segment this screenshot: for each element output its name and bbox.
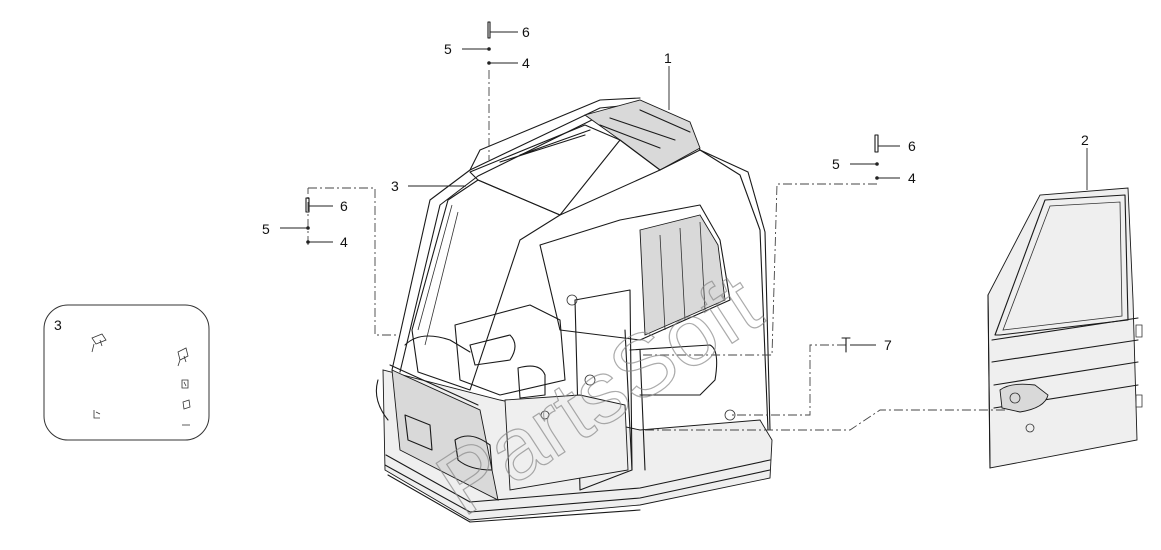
callout-door: 2 <box>1081 132 1089 148</box>
hardware-stack-left <box>280 197 333 244</box>
inset-label: 3 <box>54 317 62 333</box>
callout-nut-top: 5 <box>444 41 452 57</box>
callout-cab: 1 <box>664 50 672 66</box>
clips-inset: 3 <box>43 304 210 441</box>
screw-part <box>841 337 876 353</box>
callout-bolt-left: 6 <box>340 198 348 214</box>
leader-lines <box>408 66 1088 190</box>
callout-bolt-right: 6 <box>908 138 916 154</box>
callout-bolt-top: 6 <box>522 24 530 40</box>
callout-washer-left: 4 <box>340 234 348 250</box>
callout-nut-right: 5 <box>832 156 840 172</box>
cab-assembly <box>375 97 773 523</box>
hardware-stack-right <box>850 134 900 180</box>
callout-clips: 3 <box>391 178 399 194</box>
callout-washer-right: 4 <box>908 170 916 186</box>
clip-part-icon <box>91 333 191 426</box>
callout-washer-top: 4 <box>522 55 530 71</box>
hardware-stack-top <box>462 21 518 65</box>
callout-nut-left: 5 <box>262 221 270 237</box>
callout-numbers: 1 2 3 6 5 4 6 5 4 6 5 4 7 <box>262 24 1089 353</box>
door-panel <box>987 187 1143 469</box>
callout-screw: 7 <box>884 337 892 353</box>
